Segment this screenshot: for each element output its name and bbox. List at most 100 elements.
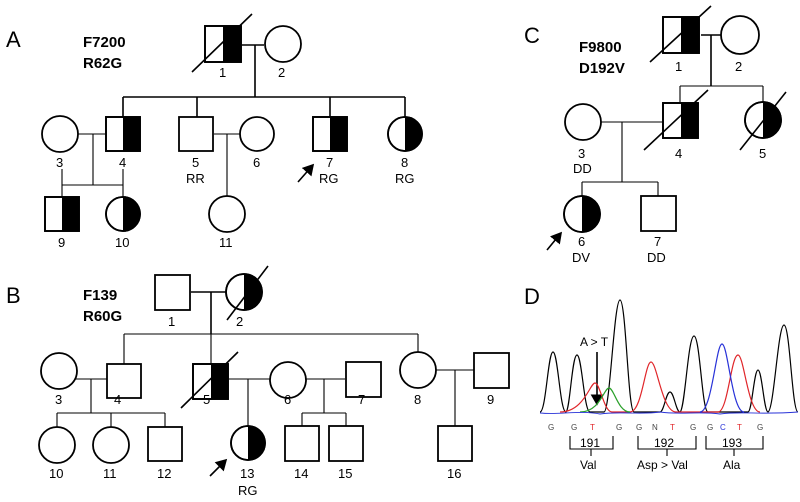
individual-number: 12 — [157, 466, 171, 481]
pedigree-c-individual-7: 7 DD — [640, 195, 677, 265]
pedigree-a-individual-10: 10 — [105, 185, 141, 250]
individual-number: 1 — [675, 59, 682, 74]
individual-number: 16 — [447, 466, 461, 481]
trace-lines — [539, 299, 799, 415]
pedigree-b-individual-13: 13 RG — [209, 425, 266, 498]
base-call: C — [720, 423, 726, 432]
individual-number: 10 — [49, 466, 63, 481]
pedigree-a-individual-2: 2 — [264, 25, 302, 80]
base-call: N — [652, 423, 658, 432]
individual-number: 2 — [278, 65, 285, 80]
pedigree-b-individual-8: 8 — [399, 351, 437, 407]
pedigree-b-individual-15: 15 — [328, 425, 364, 481]
codon-number-193: 193 — [722, 436, 742, 450]
individual-number: 10 — [115, 235, 129, 250]
pedigree-b-individual-11: 11 — [92, 426, 130, 481]
panel-d-letter: D — [524, 284, 540, 309]
base-call: G — [548, 423, 554, 432]
genotype-label: RG — [395, 171, 415, 186]
amino-acid-192: Asp > Val — [637, 458, 688, 472]
panel-a: A F7200 R62G 1 2 — [6, 13, 423, 250]
proband-arrow — [546, 231, 563, 251]
base-call: G — [707, 423, 713, 432]
pedigree-a-individual-1: 1 — [191, 13, 253, 80]
pedigree-c-individual-4: 4 — [643, 89, 709, 161]
pedigree-c-individual-5: 5 — [739, 91, 787, 161]
individual-number: 7 — [654, 234, 661, 249]
deceased-slash — [180, 351, 239, 409]
individual-number: 3 — [56, 155, 63, 170]
trace-g — [539, 299, 799, 413]
base-call: T — [737, 423, 742, 432]
deceased-slash — [643, 89, 709, 151]
individual-number: 9 — [58, 235, 65, 250]
base-call: G — [616, 423, 622, 432]
pedigree-b-individual-14: 14 — [284, 425, 320, 481]
deceased-slash — [226, 265, 269, 321]
codon-brackets: 191 192 193 Val Asp > Val Ala — [569, 436, 764, 472]
amino-acid-191: Val — [580, 458, 596, 472]
trace-baseline — [539, 411, 799, 415]
individual-number: 6 — [284, 392, 291, 407]
individual-number: 5 — [192, 155, 199, 170]
pedigree-b-individual-10: 10 — [38, 426, 76, 481]
panel-a-family-id: F7200 — [83, 34, 126, 51]
individual-number: 11 — [219, 235, 233, 250]
individual-number: 3 — [55, 392, 62, 407]
base-call: G — [757, 423, 763, 432]
individual-number: 7 — [358, 392, 365, 407]
individual-number: 4 — [675, 146, 682, 161]
individual-number: 3 — [578, 146, 585, 161]
proband-arrow — [209, 458, 228, 477]
pedigree-a-individual-3: 3 — [41, 115, 79, 170]
individual-number: 6 — [253, 155, 260, 170]
pedigree-b-individual-12: 12 — [147, 426, 183, 481]
genotype-label: RR — [186, 171, 205, 186]
pedigree-b-individual-6: 6 — [269, 361, 307, 407]
panel-c: C F9800 D192V 1 2 3 DD — [524, 5, 787, 265]
trace-c — [699, 343, 745, 413]
codon-number-191: 191 — [580, 436, 600, 450]
deceased-slash — [191, 13, 253, 73]
pedigree-b-individual-3: 3 — [40, 352, 78, 407]
individual-number: 7 — [326, 155, 333, 170]
individual-number: 4 — [119, 155, 126, 170]
individual-number: 6 — [578, 234, 585, 249]
panel-c-mutation: D192V — [579, 60, 625, 77]
individual-number: 4 — [114, 392, 121, 407]
panel-a-mutation: R62G — [83, 55, 122, 72]
individual-number: 1 — [219, 65, 226, 80]
pedigree-a-individual-6: 6 — [239, 116, 275, 170]
genotype-label: DD — [647, 250, 666, 265]
individual-number: 9 — [487, 392, 494, 407]
pedigree-b-individual-2: 2 — [225, 265, 269, 329]
trace-t — [559, 354, 761, 413]
base-calls: G G T G G N T G G C T G — [548, 423, 763, 432]
genotype-label: DV — [572, 250, 590, 265]
base-call: G — [636, 423, 642, 432]
individual-number: 8 — [414, 392, 421, 407]
individual-number: 2 — [236, 314, 243, 329]
pedigree-c-individual-2: 2 — [720, 15, 760, 74]
individual-number: 2 — [735, 59, 742, 74]
pedigree-b-individual-1: 1 — [154, 274, 191, 329]
deceased-slash — [649, 5, 712, 63]
base-call: G — [690, 423, 696, 432]
trace-a — [579, 387, 631, 413]
base-call: T — [670, 423, 675, 432]
pedigree-c-individual-6: 6 DV — [546, 195, 601, 265]
pedigree-a-individual-8: 8 RG — [387, 116, 423, 186]
pedigree-b-individual-9: 9 — [473, 352, 510, 407]
genotype-label: RG — [319, 171, 339, 186]
pedigree-a-individual-5: 5 RR — [178, 116, 214, 186]
pedigree-b-individual-16: 16 — [437, 425, 473, 481]
individual-number: 13 — [240, 466, 254, 481]
panel-d-chromatogram: D A > T G G T G G N T G G C T G — [524, 284, 799, 472]
proband-arrow — [297, 163, 315, 183]
genotype-label: DD — [573, 161, 592, 176]
base-call: G — [571, 423, 577, 432]
individual-number: 1 — [168, 314, 175, 329]
individual-number: 14 — [294, 466, 308, 481]
pedigree-c-individual-3: 3 DD — [564, 103, 602, 176]
